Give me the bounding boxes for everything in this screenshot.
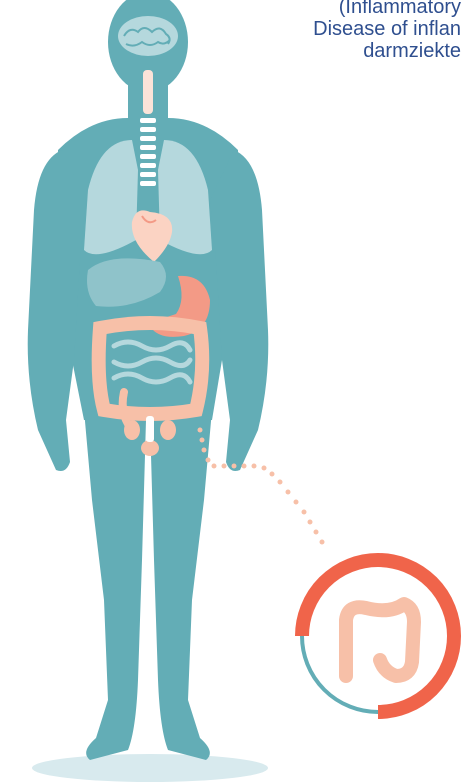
connector-line	[198, 428, 325, 545]
colon-detail-icon	[302, 560, 454, 712]
throat-icon	[143, 70, 153, 114]
brain-icon	[118, 16, 178, 56]
floor-shadow	[32, 754, 268, 782]
